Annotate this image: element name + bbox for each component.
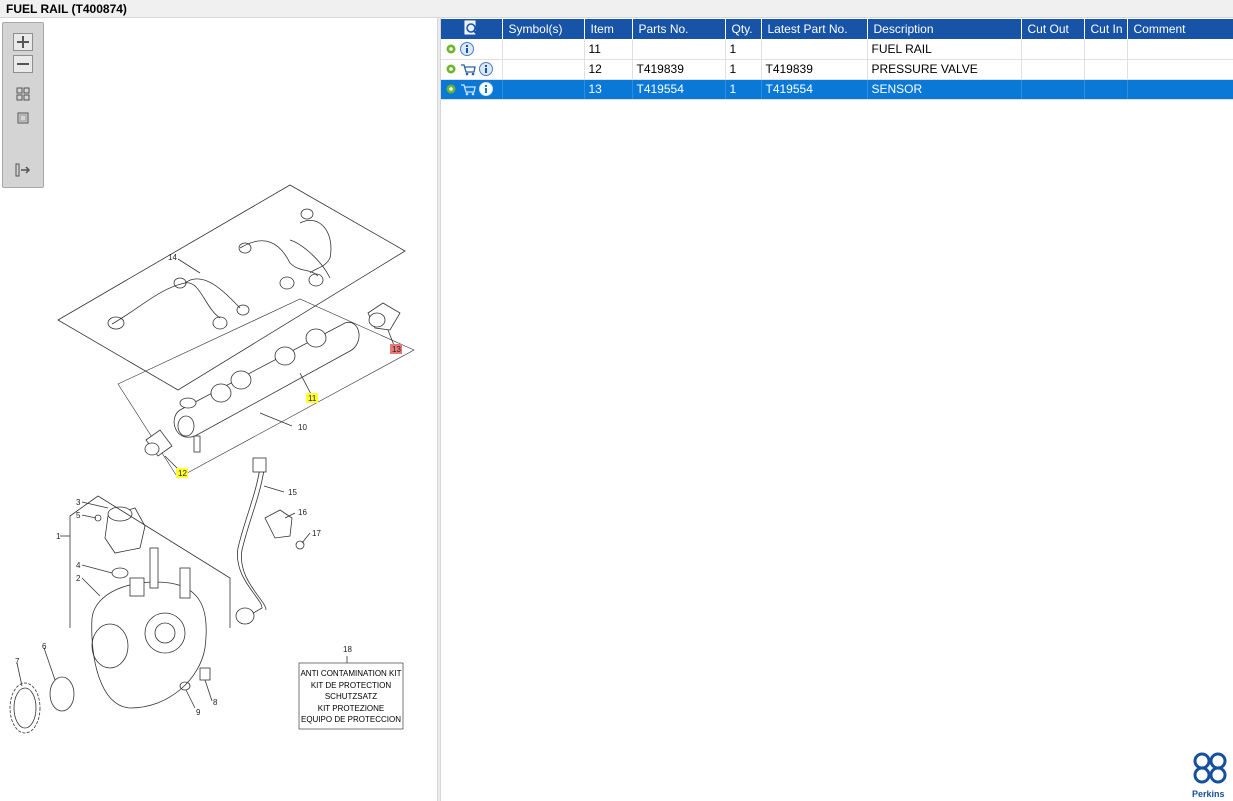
column-description[interactable]: Description (867, 19, 1022, 39)
actual-size-button[interactable] (13, 109, 33, 127)
cell-part-no: T419839 (632, 59, 726, 80)
callout-7[interactable]: 7 (15, 657, 20, 666)
export-list-button[interactable] (13, 161, 33, 179)
callout-12[interactable]: 12 (178, 469, 187, 478)
column-cut-out[interactable]: Cut Out (1021, 19, 1085, 39)
cell-latest (761, 39, 868, 60)
callout-10[interactable]: 10 (298, 423, 307, 432)
cell-cut-in (1084, 79, 1128, 100)
kit-line-1: ANTI CONTAMINATION KIT (300, 669, 401, 678)
gear-icon[interactable] (445, 83, 457, 95)
callout-13-highlight (390, 344, 402, 354)
cell-part-no (632, 39, 726, 60)
info-icon[interactable] (479, 82, 493, 96)
cell-description: SENSOR (867, 79, 1022, 100)
list-arrow-icon (15, 163, 31, 177)
callout-4[interactable]: 4 (76, 561, 81, 570)
gear-icon[interactable] (445, 63, 457, 75)
cell-qty: 1 (725, 59, 762, 80)
callout-3[interactable]: 3 (76, 498, 81, 507)
table-row-selected[interactable]: 13 T419554 1 T419554 SENSOR (441, 79, 1233, 100)
cell-cut-out (1021, 79, 1085, 100)
diagram-toolbar (2, 22, 44, 188)
table-row[interactable]: 11 1 FUEL RAIL (441, 39, 1233, 60)
callout-15[interactable]: 15 (288, 488, 297, 497)
fit-view-button[interactable] (13, 85, 33, 103)
grid-icon (16, 87, 30, 101)
kit-line-5: EQUIPO DE PROTECCION (301, 715, 401, 724)
exploded-diagram[interactable]: ANTI CONTAMINATION KIT KIT DE PROTECTION… (0, 18, 437, 801)
kit-line-4: KIT PROTEZIONE (318, 704, 385, 713)
callout-1[interactable]: 1 (56, 532, 61, 541)
callout-17[interactable]: 17 (312, 529, 321, 538)
column-search[interactable] (441, 19, 503, 39)
square-icon (17, 112, 29, 124)
zoom-in-button[interactable] (13, 33, 33, 51)
column-symbols[interactable]: Symbol(s) (502, 19, 585, 39)
callout-11[interactable]: 11 (308, 394, 317, 403)
pane-splitter[interactable] (437, 18, 441, 801)
cell-cut-out (1021, 39, 1085, 60)
cell-item: 13 (584, 79, 633, 100)
cell-item: 12 (584, 59, 633, 80)
parts-list-pane: Symbol(s) Item Parts No. Qty. Latest Par… (441, 18, 1233, 801)
cell-cut-in (1084, 39, 1128, 60)
window-titlebar: FUEL RAIL (T400874) (0, 0, 1233, 18)
brand-name: Perkins (1192, 789, 1225, 799)
plus-icon (17, 36, 29, 48)
cell-comment (1127, 59, 1233, 80)
callout-16[interactable]: 16 (298, 508, 307, 517)
column-parts-no[interactable]: Parts No. (632, 19, 726, 39)
cell-comment (1127, 79, 1233, 100)
kit-line-2: KIT DE PROTECTION (311, 681, 392, 690)
table-header: Symbol(s) Item Parts No. Qty. Latest Par… (441, 19, 1233, 39)
column-cut-in[interactable]: Cut In (1084, 19, 1128, 39)
callout-11-highlight (306, 393, 318, 403)
cell-latest: T419839 (761, 59, 868, 80)
parts-table: Symbol(s) Item Parts No. Qty. Latest Par… (441, 19, 1233, 100)
callout-12-highlight (176, 468, 188, 478)
callout-18[interactable]: 18 (343, 645, 352, 654)
column-comment[interactable]: Comment (1127, 19, 1233, 39)
cell-description: PRESSURE VALVE (867, 59, 1022, 80)
callout-9[interactable]: 9 (196, 708, 201, 717)
cell-part-no: T419554 (632, 79, 726, 100)
info-icon[interactable] (460, 41, 474, 56)
cart-icon[interactable] (460, 83, 476, 96)
diagram-pane[interactable]: ANTI CONTAMINATION KIT KIT DE PROTECTION… (0, 18, 437, 801)
cell-qty: 1 (725, 79, 762, 100)
gear-icon[interactable] (445, 43, 457, 55)
column-qty[interactable]: Qty. (725, 19, 762, 39)
pipe-kit-frame (57, 184, 406, 391)
callout-14[interactable]: 14 (168, 253, 177, 262)
cell-item: 11 (584, 39, 633, 60)
callout-6[interactable]: 6 (42, 642, 47, 651)
cart-icon[interactable] (460, 63, 476, 76)
cell-description: FUEL RAIL (867, 39, 1022, 60)
cell-qty: 1 (725, 39, 762, 60)
info-icon[interactable] (479, 62, 493, 76)
minus-icon (17, 63, 29, 65)
kit-line-3: SCHUTZSATZ (325, 692, 377, 701)
callout-8[interactable]: 8 (213, 698, 218, 707)
cell-cut-out (1021, 59, 1085, 80)
callout-2[interactable]: 2 (76, 574, 81, 583)
table-row[interactable]: 12 T419839 1 T419839 PRESSURE VALVE (441, 59, 1233, 80)
callout-13[interactable]: 13 (392, 345, 401, 354)
cell-cut-in (1084, 59, 1128, 80)
callout-5[interactable]: 5 (76, 511, 81, 520)
cell-latest: T419554 (761, 79, 868, 100)
kit-box (298, 662, 404, 730)
window-title: FUEL RAIL (T400874) (6, 2, 127, 16)
perkins-logo-icon (1193, 752, 1227, 784)
column-item[interactable]: Item (584, 19, 633, 39)
magnifier-document-icon (464, 20, 478, 35)
cell-comment (1127, 39, 1233, 60)
column-latest-part-no[interactable]: Latest Part No. (761, 19, 868, 39)
zoom-out-button[interactable] (13, 55, 33, 73)
